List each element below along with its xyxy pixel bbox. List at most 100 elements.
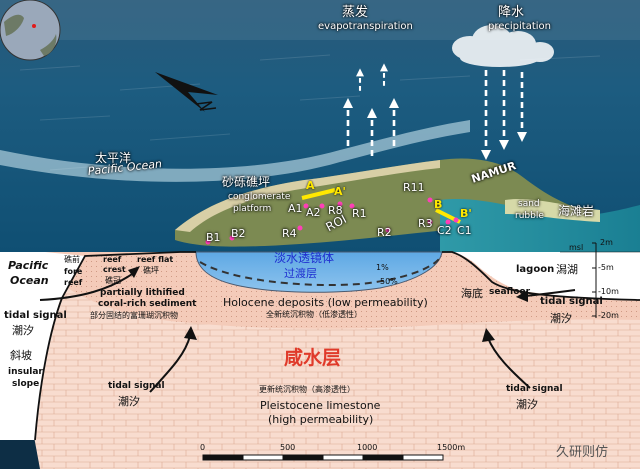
well-b1-label: B1 (206, 231, 221, 244)
well-r11-label: R11 (403, 181, 425, 194)
tidal-signal-right-cn: 潮汐 (550, 312, 572, 325)
reef-crest-en-label-2: crest (103, 265, 126, 274)
well-r4-label: R4 (282, 227, 297, 240)
well-r2-label: R2 (377, 226, 392, 239)
lagoon-wedge (452, 252, 640, 300)
lagoon-water (440, 198, 640, 252)
conglomerate-cn-label: 砂砾礁坪 (222, 175, 271, 189)
depth-10m: -10m (598, 287, 619, 296)
seafloor-en-label: seafloor (489, 287, 531, 297)
high-permeability-label: (high permeability) (268, 413, 374, 426)
pacific-label-2: Ocean (10, 274, 49, 287)
lagoon-en-label: lagoon (516, 264, 555, 275)
globe-location-marker (32, 24, 36, 28)
precipitation-en-label: precipitation (488, 21, 551, 32)
salinity-1pct-label: 1% (376, 263, 389, 272)
tidal-arrow-right (524, 289, 576, 297)
transition-zone-cn-label: 过渡层 (284, 267, 317, 280)
scale-bar (202, 454, 444, 461)
slope-cn-label: 斜坡 (10, 349, 32, 362)
tidal-signal-bottom-right-cn: 潮汐 (516, 398, 538, 411)
holocene-cn-label: 全新统沉积物（低渗透性） (266, 310, 362, 319)
globe-inset (0, 0, 61, 61)
well-r8-label: R8 (328, 204, 343, 217)
evapotranspiration-arrows (343, 63, 399, 156)
north-arrow-icon (155, 72, 218, 112)
tidal-arrow-bottom-right-head (482, 328, 495, 342)
msl-label: msl (569, 243, 584, 252)
tidal-signal-bottom-left-en: tidal signal (108, 381, 165, 391)
transect-b-prime-label: B' (460, 207, 472, 220)
conglomerate-en-label-1: conglomerate (228, 192, 291, 202)
left-ocean-wedge (0, 252, 85, 440)
saltwater-layer-cn-label: 咸水层 (284, 347, 342, 369)
sky-haze (0, 0, 640, 40)
reef-crest-cn-label: 礁冠 (105, 276, 121, 285)
insular-slope-en-2: slope (12, 379, 40, 389)
cloud-icon (452, 25, 554, 67)
well-b2-label: B2 (231, 227, 246, 240)
tidal-arrow-bottom-left-head (184, 326, 197, 340)
precipitation-cn-label: 降水 (498, 5, 525, 20)
well-c2-label: C2 (437, 224, 452, 237)
scale-1500m: 1500m (437, 443, 466, 452)
tidal-signal-bottom-left-cn: 潮汐 (118, 395, 140, 408)
beachrock-cn-label: 海滩岩 (558, 204, 595, 218)
tidal-arrow-left (39, 271, 136, 301)
sand-rubble-area (505, 199, 600, 222)
freshwater-lens-cn-label: 淡水透镜体 (274, 251, 335, 265)
well-a1-label: A1 (288, 202, 303, 215)
transect-a-label: A (306, 179, 315, 192)
well-markers (205, 197, 459, 245)
insular-slope-en-1: insular (8, 367, 43, 377)
lagoon-cn-label: 潟湖 (556, 263, 578, 276)
tidal-arrow-bottom-right (487, 337, 531, 389)
tidal-arrow-left-head (128, 266, 140, 278)
well-r1-label: R1 (352, 207, 367, 220)
watermark-label: 久研则仿 (556, 445, 609, 460)
tidal-arrow-bottom-left (149, 335, 191, 393)
transition-zone-dashes (199, 257, 441, 287)
well-c1-label: C1 (457, 224, 472, 237)
lithified-en-label-1: partially lithified (100, 288, 185, 298)
reef-crest-en-label-1: reef (103, 255, 122, 264)
pleistocene-cn-label: 更新统沉积物（高渗透性） (259, 385, 355, 394)
reef-flat-cn-label: 礁坪 (143, 266, 159, 275)
depth-2m: 2m (600, 238, 613, 247)
fore-reef-en-label-2: reef (64, 278, 83, 287)
scale-500: 500 (280, 443, 296, 452)
fore-reef-cn-label: 礁前 (64, 255, 80, 264)
holocene-en-label: Holocene deposits (low permeability) (223, 296, 428, 309)
island-beach (175, 160, 440, 232)
lithified-cn-label: 部分固结的富珊瑚沉积物 (90, 311, 178, 320)
seabed-cn-label: 海底 (461, 287, 483, 300)
transect-a-line (301, 188, 336, 200)
globe-landmass (4, 14, 57, 56)
reef-flat-en-label: reef flat (137, 255, 174, 264)
evapotranspiration-cn-label: 蒸发 (342, 5, 369, 20)
pacific-ocean-cn-label: 太平洋 (95, 151, 132, 165)
scale-1000: 1000 (357, 443, 378, 452)
pacific-label-1: Pacific (8, 259, 49, 272)
well-r3-label: R3 (418, 217, 433, 230)
surf-band (0, 120, 470, 182)
sand-rubble-label-1: sand (518, 199, 540, 209)
salinity-50pct-label: 50% (380, 277, 398, 286)
tidal-signal-bottom-right-en: tidal signal (506, 384, 563, 394)
tidal-signal-left-cn: 潮汐 (12, 324, 34, 337)
sand-rubble-label-2: rubble (515, 211, 544, 221)
depth-20m: -20m (598, 311, 619, 320)
tidal-signal-left-en: tidal signal (4, 310, 67, 321)
fore-reef-en-label-1: fore (64, 267, 83, 276)
tidal-arrow-right-head (516, 290, 528, 302)
precipitation-arrows (481, 70, 527, 160)
lithified-en-label-2: coral-rich sediment (98, 299, 197, 309)
tidal-signal-right-en: tidal signal (540, 296, 603, 307)
well-a2-label: A2 (306, 206, 321, 219)
scale-0: 0 (200, 443, 206, 452)
transect-a-prime-label: A' (334, 185, 346, 198)
pleistocene-en-label: Pleistocene limestone (260, 399, 381, 412)
depth-axis (592, 242, 597, 318)
evapotranspiration-en-label: evapotranspiration (318, 21, 413, 32)
